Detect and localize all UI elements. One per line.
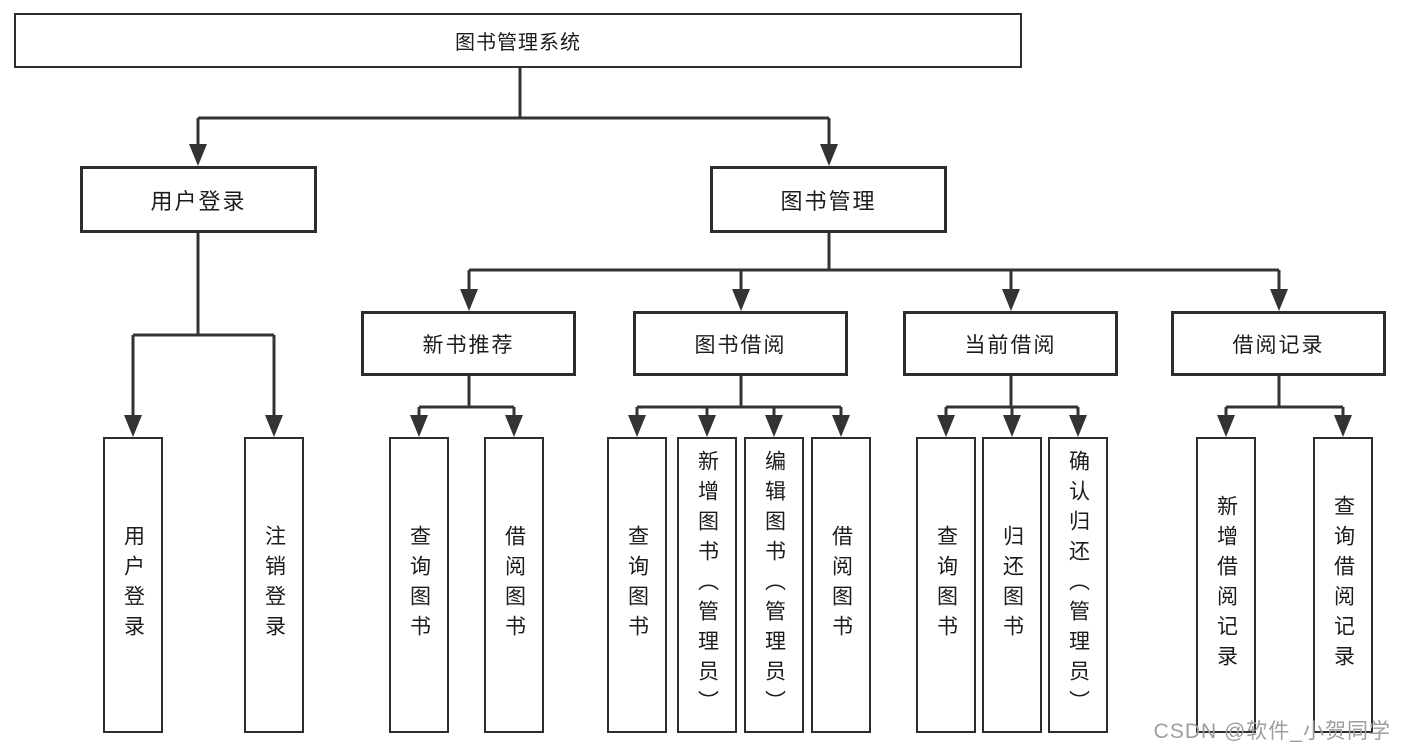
arrowhead-icon <box>1217 415 1235 437</box>
leaf-query-books-borrow: 查询图书 <box>607 437 667 733</box>
leaf-logout: 注销登录 <box>244 437 304 733</box>
leaf-user-login: 用户登录 <box>103 437 163 733</box>
arrowhead-icon <box>1069 415 1087 437</box>
leaf-borrow-books-recommend: 借阅图书 <box>484 437 544 733</box>
arrowhead-icon <box>1002 289 1020 311</box>
node-label: 查询图书 <box>407 525 431 645</box>
node-label: 新书推荐 <box>422 333 515 357</box>
connector-line <box>469 233 1279 272</box>
arrowhead-icon <box>628 415 646 437</box>
arrowhead-icon <box>410 415 428 437</box>
connector-book-management-to-level3 <box>460 233 1288 311</box>
node-label: 归还图书 <box>1000 525 1024 645</box>
node-label: 图书管理 <box>780 188 877 214</box>
arrowhead-icon <box>1270 289 1288 311</box>
leaf-add-book-admin: 新增图书（管理员） <box>677 437 737 733</box>
leaf-query-books-current: 查询图书 <box>916 437 976 733</box>
arrowhead-icon <box>832 415 850 437</box>
arrowhead-icon <box>765 415 783 437</box>
connector-borrow-records-to-leaves <box>1217 376 1352 437</box>
connector-user-login-to-leaves <box>124 233 283 437</box>
leaf-confirm-return-admin: 确认归还（管理员） <box>1048 437 1108 733</box>
leaf-borrow-books: 借阅图书 <box>811 437 871 733</box>
node-library-system: 图书管理系统 <box>14 13 1022 68</box>
node-label: 图书借阅 <box>694 333 787 357</box>
node-borrow-records: 借阅记录 <box>1171 311 1386 376</box>
node-label: 用户登录 <box>121 525 145 645</box>
connector-line <box>1226 376 1343 409</box>
arrowhead-icon <box>124 415 142 437</box>
connector-line <box>946 376 1078 409</box>
node-label: 用户登录 <box>150 188 247 214</box>
arrowhead-icon <box>189 144 207 166</box>
leaf-query-books-recommend: 查询图书 <box>389 437 449 733</box>
node-label: 查询借阅记录 <box>1331 495 1355 675</box>
connector-line <box>637 376 841 409</box>
connector-new-book-recommend-to-leaves <box>410 376 523 437</box>
node-label: 编辑图书（管理员） <box>762 450 786 720</box>
leaf-add-borrow-record: 新增借阅记录 <box>1196 437 1256 733</box>
node-label: 注销登录 <box>262 525 286 645</box>
node-label: 查询图书 <box>934 525 958 645</box>
arrowhead-icon <box>265 415 283 437</box>
connector-line <box>133 233 274 337</box>
leaf-edit-book-admin: 编辑图书（管理员） <box>744 437 804 733</box>
connector-book-borrow-to-leaves <box>628 376 850 437</box>
leaf-query-borrow-record: 查询借阅记录 <box>1313 437 1373 733</box>
arrowhead-icon <box>732 289 750 311</box>
connector-line <box>419 376 514 409</box>
arrowhead-icon <box>505 415 523 437</box>
node-user-login: 用户登录 <box>80 166 317 233</box>
node-book-management: 图书管理 <box>710 166 947 233</box>
node-label: 当前借阅 <box>964 333 1057 357</box>
connector-current-borrow-to-leaves <box>937 376 1087 437</box>
node-label: 新增图书（管理员） <box>695 450 719 720</box>
node-label: 借阅图书 <box>829 525 853 645</box>
node-label: 借阅图书 <box>502 525 526 645</box>
arrowhead-icon <box>698 415 716 437</box>
arrowhead-icon <box>1003 415 1021 437</box>
node-book-borrow: 图书借阅 <box>633 311 848 376</box>
arrowhead-icon <box>460 289 478 311</box>
arrowhead-icon <box>820 144 838 166</box>
node-label: 查询图书 <box>625 525 649 645</box>
connector-line <box>198 68 829 120</box>
node-label: 确认归还（管理员） <box>1066 450 1090 720</box>
leaf-return-book: 归还图书 <box>982 437 1042 733</box>
csdn-watermark: CSDN @软件_小贺同学 <box>1153 720 1391 743</box>
arrowhead-icon <box>1334 415 1352 437</box>
node-label: 图书管理系统 <box>455 32 581 54</box>
node-current-borrow: 当前借阅 <box>903 311 1118 376</box>
node-label: 借阅记录 <box>1232 333 1325 357</box>
arrowhead-icon <box>937 415 955 437</box>
node-new-book-recommend: 新书推荐 <box>361 311 576 376</box>
node-label: 新增借阅记录 <box>1214 495 1238 675</box>
connector-root-to-level2 <box>189 68 838 166</box>
